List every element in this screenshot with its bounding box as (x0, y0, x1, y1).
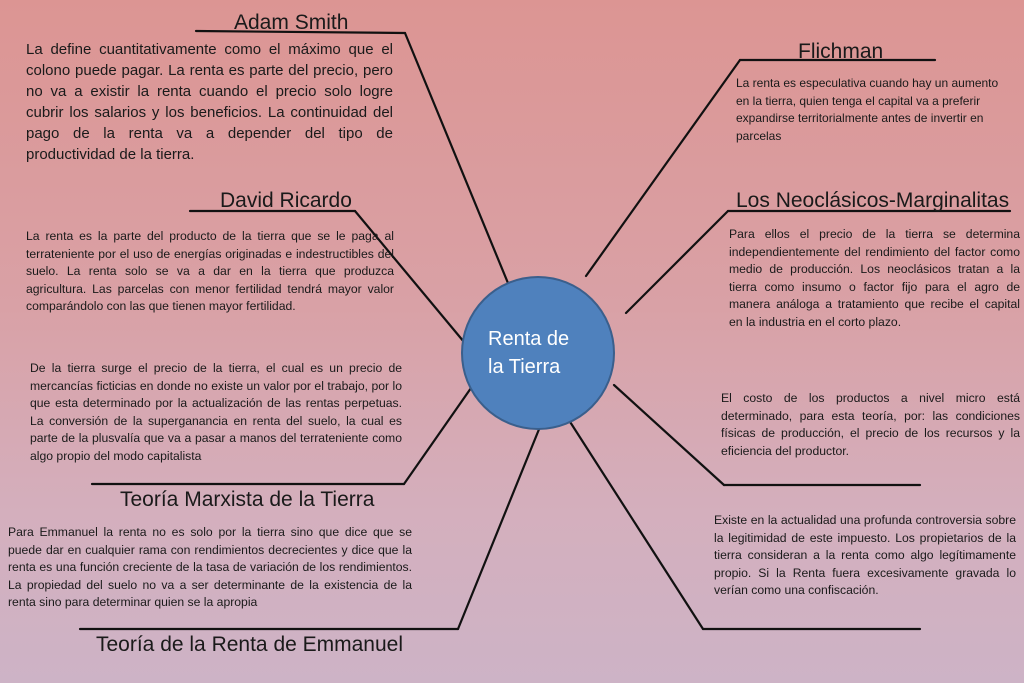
emmanuel-text: Para Emmanuel la renta no es solo por la… (8, 525, 412, 609)
david-ricardo-title: David Ricardo (220, 189, 352, 212)
central-node-label: Renta de la Tierra (488, 325, 588, 381)
connector-flichman-spoke (584, 58, 742, 278)
connector-david-ricardo-spoke (353, 209, 471, 350)
david-ricardo-text: La renta es la parte del producto de la … (26, 229, 394, 313)
emmanuel-title: Teoría de la Renta de Emmanuel (96, 633, 404, 656)
impuesto-text: Existe en la actualidad una profunda con… (714, 513, 1016, 597)
flichman-title: Flichman (798, 40, 884, 63)
central-node-line2: la Tierra (488, 356, 561, 378)
connector-costo-spoke (612, 383, 726, 487)
connector-marxista-spoke (402, 376, 480, 486)
marxista-title: Teoría Marxista de la Tierra (120, 488, 375, 511)
central-node: Renta de la Tierra (461, 276, 615, 430)
connector-impuesto-spoke (563, 412, 705, 631)
connector-adam-smith (194, 29, 407, 35)
costo-text: El costo de los productos a nivel micro … (721, 391, 1020, 458)
adam-smith-title: Adam Smith (234, 11, 349, 34)
connector-neoclasicos-spoke (624, 209, 730, 315)
connector-emmanuel-spoke (456, 410, 548, 631)
flichman-text: La renta es especulativa cuando hay un a… (736, 76, 999, 143)
neoclasicos-text: Para ellos el precio de la tierra se det… (729, 227, 1020, 329)
central-node-line1: Renta de (488, 328, 570, 350)
connector-adam-smith-spoke (403, 31, 512, 290)
adam-smith-text: La define cuantitativamente como el máxi… (26, 41, 393, 163)
marxista-text: De la tierra surge el precio de la tierr… (30, 361, 402, 463)
neoclasicos-title: Los Neoclásicos-Marginalitas (736, 189, 1010, 212)
